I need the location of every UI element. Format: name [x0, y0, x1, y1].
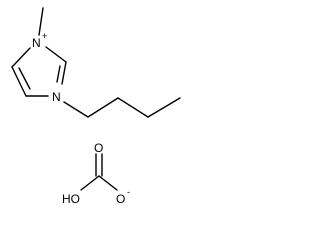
- bond-c2-n1-inner: [56, 65, 61, 83]
- imidazolium-cation: N + N: [11, 7, 181, 118]
- bond-c4-c5-inner: [18, 67, 31, 90]
- atom-oxide-o: O: [116, 192, 125, 206]
- bond-c4-c5: [11, 66, 27, 97]
- bond-n3-c2: [45, 46, 67, 63]
- bicarbonate-anion: O HO O -: [62, 141, 130, 206]
- chemical-structure: N + N O HO O -: [11, 7, 181, 206]
- atom-carbonyl-o: O: [94, 141, 103, 155]
- charge-plus: +: [42, 31, 47, 41]
- atom-n-plus: N: [32, 36, 41, 50]
- bond-butyl-c1-c2: [87, 97, 119, 118]
- bond-c-o-minus: [98, 175, 118, 191]
- atom-hydroxyl: HO: [62, 192, 80, 206]
- charge-minus: -: [127, 187, 130, 197]
- bond-n-methyl: [38, 7, 44, 36]
- atom-n-butyl: N: [52, 90, 61, 104]
- bond-butyl-c3-c4: [147, 97, 181, 118]
- bond-n1-butyl-c1: [63, 101, 89, 118]
- bond-c-oh: [80, 175, 100, 191]
- bond-n3-c4: [11, 47, 31, 68]
- bond-butyl-c2-c3: [117, 97, 149, 118]
- bond-c2-n1: [61, 61, 67, 85]
